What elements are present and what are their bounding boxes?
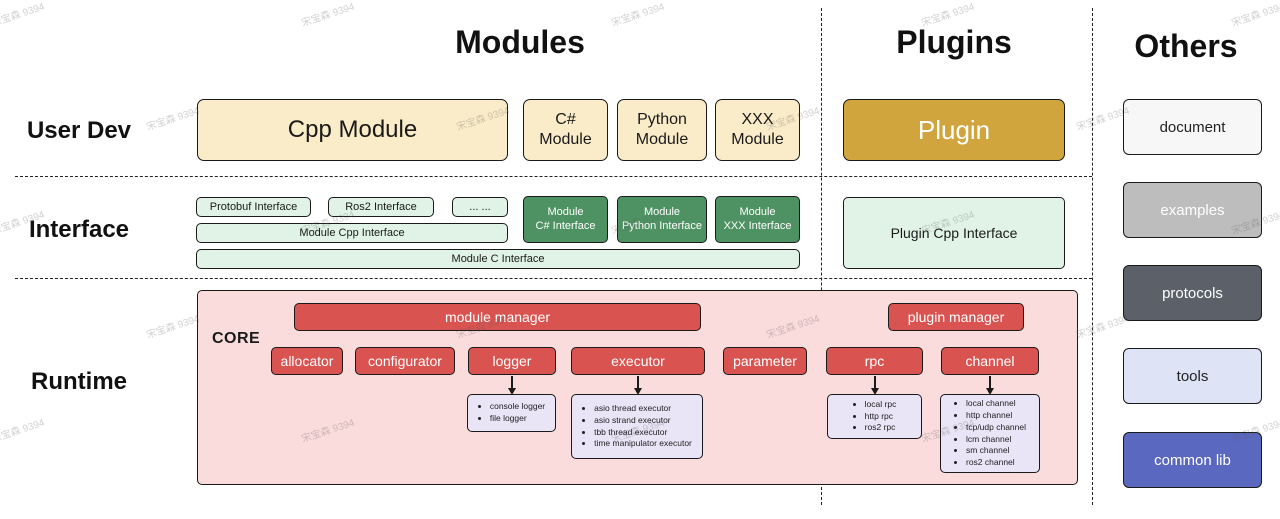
watermark-text: 宋宝森 9394 xyxy=(300,1,357,30)
executor-arrow-line xyxy=(637,376,639,388)
divider-plugins-others xyxy=(1092,8,1093,505)
module-xxx-interface-box: Module XXX Interface xyxy=(715,196,800,243)
core-label: CORE xyxy=(212,330,261,347)
row-label-user-dev: User Dev xyxy=(26,117,132,144)
others-tools-box: tools xyxy=(1123,348,1262,404)
module-manager-box: module manager xyxy=(294,303,701,331)
channel-impl-items: local channelhttp channeltcp/udp channel… xyxy=(951,395,1029,472)
rpc-impl-list: local rpchttp rpcros2 rpc xyxy=(827,394,922,439)
logger-impl-list: console loggerfile logger xyxy=(467,394,556,432)
configurator-box: configurator xyxy=(355,347,455,375)
csharp-module-box: C# Module xyxy=(523,99,608,161)
section-title-others: Others xyxy=(1134,28,1238,64)
module-python-interface-box: Module Python Interface xyxy=(617,196,707,243)
channel-impl-list: local channelhttp channeltcp/udp channel… xyxy=(940,394,1040,473)
protobuf-interface-box: Protobuf Interface xyxy=(196,197,311,217)
divider-interface-runtime xyxy=(15,278,1092,279)
rpc-impl-items: local rpchttp rpcros2 rpc xyxy=(850,396,900,438)
section-title-modules: Modules xyxy=(455,24,585,60)
channel-arrow-line xyxy=(989,376,991,388)
others-common-lib-box: common lib xyxy=(1123,432,1262,488)
plugin-cpp-interface-box: Plugin Cpp Interface xyxy=(843,197,1065,269)
others-examples-box: examples xyxy=(1123,182,1262,238)
watermark-text: 宋宝森 9394 xyxy=(145,313,202,342)
logger-impl-items: console loggerfile logger xyxy=(475,398,548,428)
module-c-interface-box: Module C Interface xyxy=(196,249,800,269)
rpc-box: rpc xyxy=(826,347,923,375)
cpp-module-box: Cpp Module xyxy=(197,99,508,161)
row-label-runtime: Runtime xyxy=(31,368,127,395)
allocator-box: allocator xyxy=(271,347,343,375)
divider-userdev-interface xyxy=(15,176,1092,177)
row-label-interface: Interface xyxy=(28,216,130,243)
xxx-module-box: XXX Module xyxy=(715,99,800,161)
watermark-text: 宋宝森 9394 xyxy=(1230,1,1280,30)
executor-arrow-icon xyxy=(633,388,642,395)
executor-impl-items: asio thread executorasio strand executor… xyxy=(579,400,695,454)
others-document-box: document xyxy=(1123,99,1262,155)
logger-arrow-line xyxy=(511,376,513,388)
rpc-arrow-line xyxy=(874,376,876,388)
more-interfaces-box: ... ... xyxy=(452,197,508,217)
parameter-box: parameter xyxy=(723,347,807,375)
logger-box: logger xyxy=(468,347,556,375)
others-protocols-box: protocols xyxy=(1123,265,1262,321)
section-title-plugins: Plugins xyxy=(896,24,1012,60)
watermark-text: 宋宝森 9394 xyxy=(0,417,47,446)
plugin-manager-box: plugin manager xyxy=(888,303,1024,331)
module-cpp-interface-box: Module Cpp Interface xyxy=(196,223,508,243)
python-module-box: Python Module xyxy=(617,99,707,161)
divider-modules-plugins xyxy=(821,8,822,505)
rpc-arrow-icon xyxy=(870,388,879,395)
executor-box: executor xyxy=(571,347,705,375)
module-csharp-interface-box: Module C# Interface xyxy=(523,196,608,243)
plugin-box: Plugin xyxy=(843,99,1065,161)
ros2-interface-box: Ros2 Interface xyxy=(328,197,434,217)
watermark-text: 宋宝森 9394 xyxy=(0,1,47,30)
channel-arrow-icon xyxy=(985,388,994,395)
executor-impl-list: asio thread executorasio strand executor… xyxy=(571,394,703,459)
logger-arrow-icon xyxy=(507,388,516,395)
channel-box: channel xyxy=(941,347,1039,375)
watermark-text: 宋宝森 9394 xyxy=(145,105,202,134)
